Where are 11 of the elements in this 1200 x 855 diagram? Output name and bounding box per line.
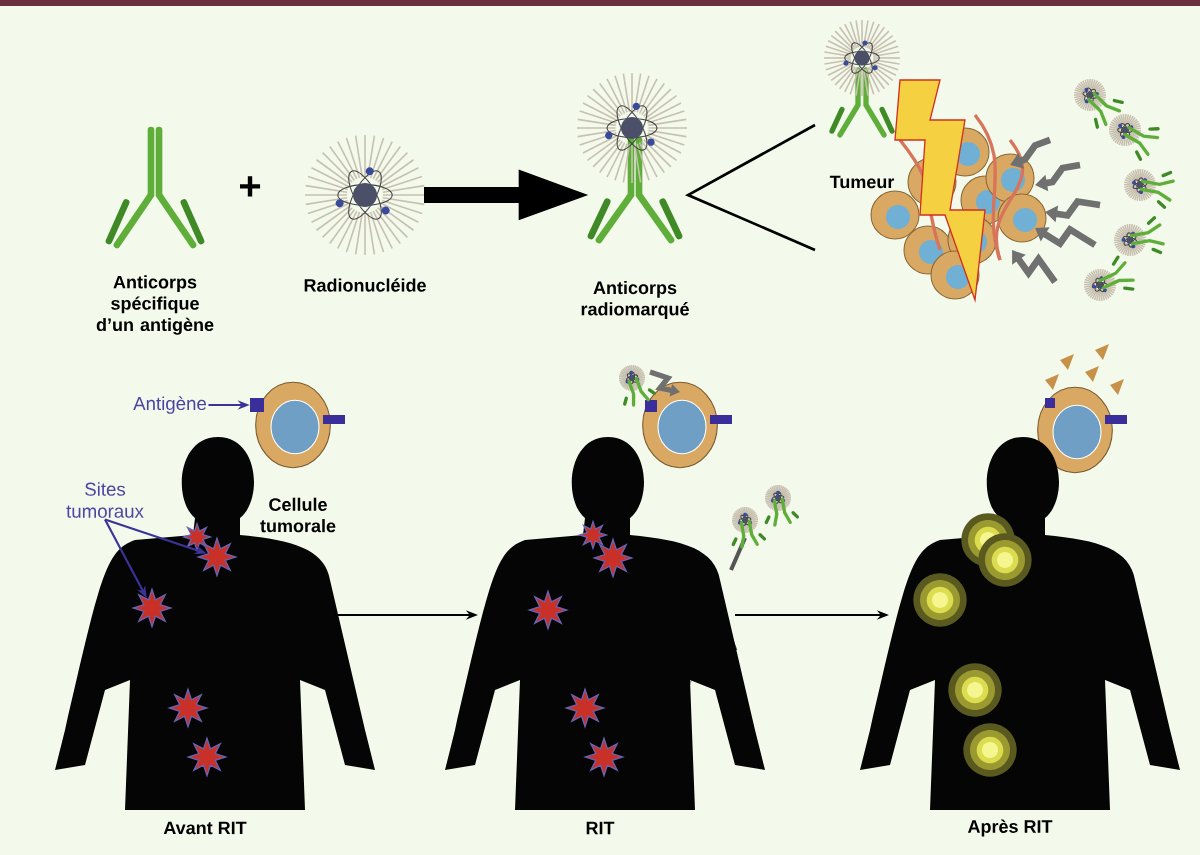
node-label: Avant RIT	[163, 821, 247, 835]
node-label: Radionucléide	[304, 278, 426, 292]
caption: Cellule tumorale	[260, 497, 336, 533]
plus-sign: +	[240, 176, 261, 197]
annotation: Sites tumoraux	[66, 482, 144, 518]
node-label: Après RIT	[967, 819, 1053, 837]
caption: Tumeur	[829, 175, 895, 189]
node-label: Anticorps radiomarqué	[581, 280, 689, 320]
node-label: Anticorps spécifique d’un antigène	[96, 275, 214, 335]
annotation: Antigène	[133, 396, 206, 414]
node-label: RIT	[586, 821, 615, 835]
